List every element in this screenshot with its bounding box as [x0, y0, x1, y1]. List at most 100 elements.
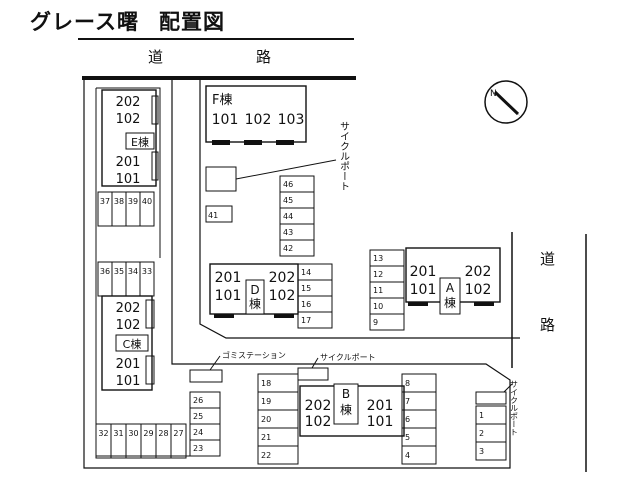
c-room-101: 101 — [116, 374, 141, 389]
parking-space: 21 — [257, 427, 299, 447]
property-name: グレース曙 — [30, 10, 139, 34]
d-room-102: 102 — [269, 288, 296, 304]
parking-number: 14 — [301, 268, 311, 277]
d-room-202: 202 — [269, 270, 296, 286]
f-room-102: 102 — [245, 112, 272, 128]
c-room-202: 202 — [116, 301, 141, 316]
right-road-char-1: 道 — [540, 250, 556, 268]
parking-number: 34 — [128, 267, 138, 276]
parking-number: 7 — [405, 397, 410, 406]
parking-number: 45 — [283, 196, 293, 205]
parking-number: 36 — [100, 267, 110, 276]
parking-number: 12 — [373, 270, 383, 279]
parking-number: 11 — [373, 286, 383, 295]
parking-space: 2 — [475, 423, 507, 443]
parking-41: 41 — [208, 211, 218, 220]
parking-number: 35 — [114, 267, 124, 276]
site-outline — [83, 78, 511, 469]
parking-space: 8 — [401, 373, 437, 393]
parking-space: 5 — [401, 427, 437, 447]
b-room-102: 102 — [305, 414, 332, 430]
parking-space: 6 — [401, 409, 437, 429]
page-title: グレース曙配置図 — [30, 6, 225, 36]
c-building-label: C棟 — [123, 337, 142, 351]
b-room-201: 201 — [367, 398, 394, 414]
parking-space: 27 — [170, 423, 187, 459]
c-room-201: 201 — [116, 357, 141, 372]
parking-number: 16 — [301, 300, 311, 309]
building-b: 202 102 201 101 B 棟 — [299, 383, 405, 437]
cycle-port-right-label: サイクルポート — [510, 380, 519, 436]
parking-41-box — [205, 205, 233, 223]
d-room-201: 201 — [215, 270, 242, 286]
parking-space: 37 — [97, 191, 113, 227]
parking-space: 45 — [279, 191, 315, 209]
parking-number: 5 — [405, 433, 410, 442]
parking-number: 9 — [373, 318, 378, 327]
cycle-port-middle-label: サイクルポート — [320, 353, 376, 362]
parking-space: 4 — [401, 445, 437, 465]
parking-number: 44 — [283, 212, 293, 221]
right-road-char-2: 路 — [540, 316, 556, 334]
parking-number: 4 — [405, 451, 410, 460]
parking-space: 25 — [189, 407, 221, 425]
parking-number: 26 — [193, 396, 203, 405]
parking-space: 32 — [95, 423, 112, 459]
building-e: 202 102 E棟 201 101 — [101, 89, 159, 187]
parking-space: 14 — [297, 263, 333, 281]
parking-space: 33 — [139, 261, 155, 297]
parking-number: 21 — [261, 433, 271, 442]
parking-space: 30 — [125, 423, 142, 459]
cycle-port-upper-box — [205, 166, 237, 192]
e-room-102: 102 — [116, 112, 141, 127]
parking-space: 10 — [369, 297, 405, 315]
parking-number: 19 — [261, 397, 271, 406]
parking-space: 35 — [111, 261, 127, 297]
parking-space: 7 — [401, 391, 437, 411]
parking-space: 43 — [279, 223, 315, 241]
parking-space: 9 — [369, 313, 405, 331]
e-room-201: 201 — [116, 155, 141, 170]
garbage-station-box — [189, 369, 223, 383]
parking-number: 29 — [143, 429, 153, 438]
a-room-201: 201 — [410, 264, 437, 280]
a-room-101: 101 — [410, 282, 437, 298]
garbage-station-label: ゴミステーション — [222, 350, 286, 360]
parking-number: 28 — [158, 429, 168, 438]
parking-number: 40 — [142, 197, 152, 206]
parking-number: 37 — [100, 197, 110, 206]
parking-number: 25 — [193, 412, 203, 421]
building-c: 202 102 C棟 201 101 — [101, 295, 155, 391]
parking-number: 13 — [373, 254, 383, 263]
parking-number: 20 — [261, 415, 271, 424]
a-label-1: A — [446, 281, 455, 295]
parking-number: 43 — [283, 228, 293, 237]
parking-space: 26 — [189, 391, 221, 409]
parking-space: 16 — [297, 295, 333, 313]
b-label-2: 棟 — [340, 402, 352, 417]
parking-space: 40 — [139, 191, 155, 227]
parking-space: 19 — [257, 391, 299, 411]
parking-space: 24 — [189, 423, 221, 441]
parking-number: 42 — [283, 244, 293, 253]
cycle-port-upper-label: サイクルポート — [338, 121, 350, 191]
b-label-1: B — [342, 387, 350, 401]
d-label-2: 棟 — [249, 296, 261, 311]
parking-number: 3 — [479, 447, 484, 456]
parking-number: 18 — [261, 379, 271, 388]
parking-space: 39 — [125, 191, 141, 227]
parking-number: 23 — [193, 444, 203, 453]
parking-space: 36 — [97, 261, 113, 297]
parking-space: 1 — [475, 405, 507, 425]
map-subtitle: 配置図 — [158, 10, 225, 34]
parking-space: 44 — [279, 207, 315, 225]
top-road-char-1: 道 — [148, 48, 164, 66]
f-room-101: 101 — [212, 112, 239, 128]
a-label-2: 棟 — [444, 295, 456, 310]
parking-number: 39 — [128, 197, 138, 206]
building-a: 201 101 202 102 A 棟 — [405, 247, 501, 315]
site-boundary — [82, 76, 356, 80]
parking-number: 31 — [113, 429, 123, 438]
e-lot-outline — [96, 87, 161, 258]
